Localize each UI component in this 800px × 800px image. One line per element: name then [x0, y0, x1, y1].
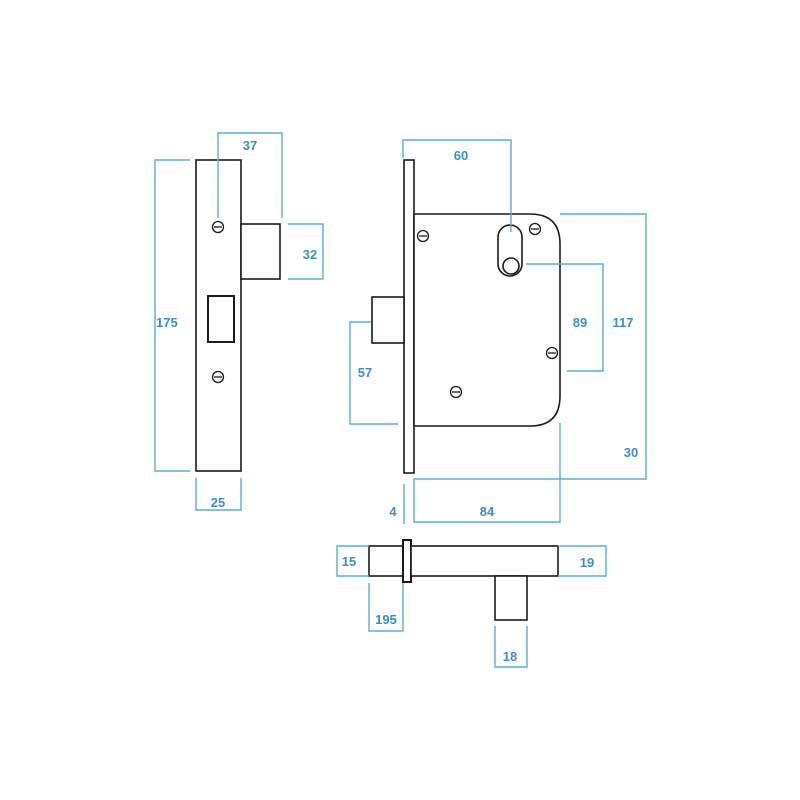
keyhole-cylinder — [502, 257, 520, 275]
dimension-line-195 — [368, 583, 404, 632]
bottom-view — [368, 539, 559, 621]
dimension-label-175: 175 — [156, 315, 178, 330]
screw-icon — [211, 370, 225, 384]
dimension-label-89: 89 — [573, 315, 587, 330]
side-view — [371, 159, 561, 474]
forend-side — [403, 159, 415, 474]
dimension-line-19 — [558, 545, 607, 577]
front-view — [195, 159, 281, 472]
dimension-label-15: 15 — [342, 554, 356, 569]
dimension-line-32 — [288, 223, 324, 280]
dimension-line-15 — [336, 545, 369, 577]
bottom-view-dimensions: 15 195 19 18 — [336, 545, 607, 668]
keeper-stem — [494, 575, 528, 621]
case-section — [410, 545, 559, 577]
dimension-label-30: 30 — [624, 445, 638, 460]
screw-icon — [211, 220, 225, 234]
deadbolt-side — [371, 296, 405, 344]
dimension-line-25 — [195, 478, 242, 511]
dimension-label-195: 195 — [375, 612, 397, 627]
dimension-line-84 — [413, 423, 561, 523]
side-view-dimensions: 60 117 89 57 84 4 30 — [349, 139, 647, 524]
dimension-label-60: 60 — [454, 148, 468, 163]
dimension-label-117: 117 — [613, 315, 634, 330]
dimension-line-117 — [414, 213, 647, 480]
screw-icon — [528, 222, 542, 236]
screw-icon — [449, 385, 463, 399]
deadbolt-front — [240, 223, 281, 280]
dimension-line-37 — [217, 132, 283, 218]
dimension-label-4: 4 — [389, 504, 397, 519]
dimension-line-18 — [494, 626, 528, 668]
screw-icon — [545, 346, 559, 360]
lock-case — [413, 213, 561, 427]
dimension-line-57 — [349, 321, 398, 425]
latch-opening — [207, 295, 235, 343]
dimension-label-19: 19 — [580, 555, 594, 570]
dimension-line-60 — [402, 139, 512, 232]
dimension-label-37: 37 — [243, 138, 257, 153]
front-view-dimensions: 175 25 37 32 — [154, 132, 324, 511]
bolt-shaft — [368, 545, 404, 577]
dimension-line-175 — [154, 159, 190, 472]
dimension-label-25: 25 — [211, 495, 225, 510]
dimension-label-57: 57 — [358, 365, 372, 380]
dimension-label-32: 32 — [303, 247, 317, 262]
forend-section — [402, 539, 412, 583]
dimension-line-89 — [526, 263, 604, 372]
dimension-label-18: 18 — [503, 649, 517, 664]
screw-icon — [416, 229, 430, 243]
dimension-label-84: 84 — [480, 504, 495, 519]
